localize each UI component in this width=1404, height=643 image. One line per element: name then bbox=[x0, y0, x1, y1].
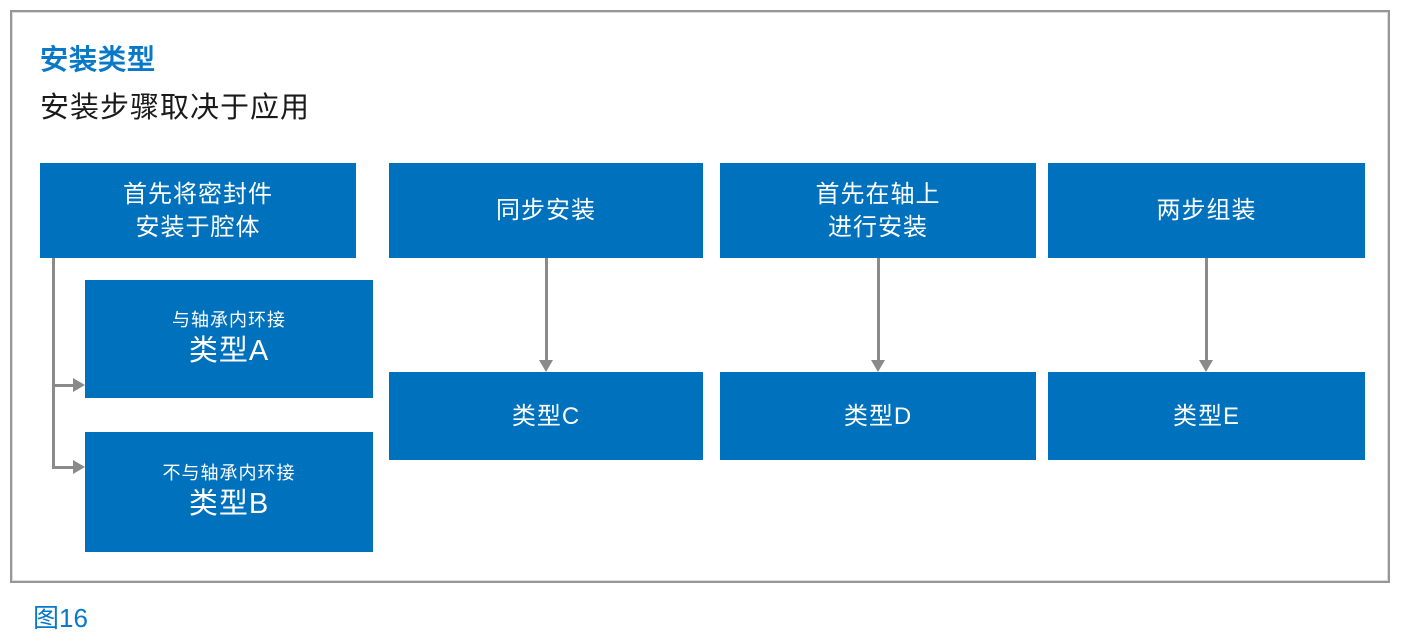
flow-box-seal-in-housing-first: 首先将密封件 安装于腔体 bbox=[40, 163, 356, 258]
flow-box-type-b: 不与轴承内环接 类型B bbox=[85, 432, 373, 552]
box-text-label: 类型B bbox=[188, 488, 270, 520]
connector-vertical-line bbox=[877, 258, 880, 360]
box-text-line: 两步组装 bbox=[1156, 197, 1257, 224]
box-text-sub: 与轴承内环接 bbox=[172, 310, 286, 330]
arrow-down-icon bbox=[539, 360, 553, 372]
box-text-line: 首先将密封件 bbox=[123, 180, 273, 208]
box-text-label: 类型D bbox=[843, 402, 913, 430]
connector-branch-type-a bbox=[52, 384, 74, 387]
arrow-right-icon bbox=[73, 460, 85, 474]
flow-box-on-shaft-first: 首先在轴上 进行安装 bbox=[720, 163, 1036, 258]
box-text-line: 安装于腔体 bbox=[135, 213, 261, 241]
box-text-sub: 不与轴承内环接 bbox=[162, 463, 296, 483]
connector-vertical-line bbox=[1205, 258, 1208, 360]
box-text-line: 进行安装 bbox=[828, 213, 928, 241]
flow-box-simultaneous-mounting: 同步安装 bbox=[389, 163, 703, 258]
box-text-label: 类型E bbox=[1172, 402, 1240, 430]
connector-branch-type-b bbox=[52, 466, 74, 469]
flow-box-type-e: 类型E bbox=[1048, 372, 1365, 460]
connector-vertical-line bbox=[545, 258, 548, 360]
arrow-down-icon bbox=[871, 360, 885, 372]
figure-caption: 图16 bbox=[33, 603, 88, 633]
flow-box-type-a: 与轴承内环接 类型A bbox=[85, 280, 373, 398]
arrow-right-icon bbox=[73, 378, 85, 392]
box-text-line: 首先在轴上 bbox=[815, 180, 941, 208]
arrow-down-icon bbox=[1199, 360, 1213, 372]
flow-box-two-step-assembly: 两步组装 bbox=[1048, 163, 1365, 258]
flow-box-type-d: 类型D bbox=[720, 372, 1036, 460]
box-text-label: 类型C bbox=[511, 402, 581, 430]
flow-box-type-c: 类型C bbox=[389, 372, 703, 460]
figure-title: 安装类型 bbox=[40, 44, 157, 75]
connector-vertical-line bbox=[52, 258, 55, 468]
box-text-label: 类型A bbox=[188, 335, 270, 367]
figure-subtitle: 安装步骤取决于应用 bbox=[40, 92, 311, 124]
box-text-line: 同步安装 bbox=[496, 197, 596, 224]
